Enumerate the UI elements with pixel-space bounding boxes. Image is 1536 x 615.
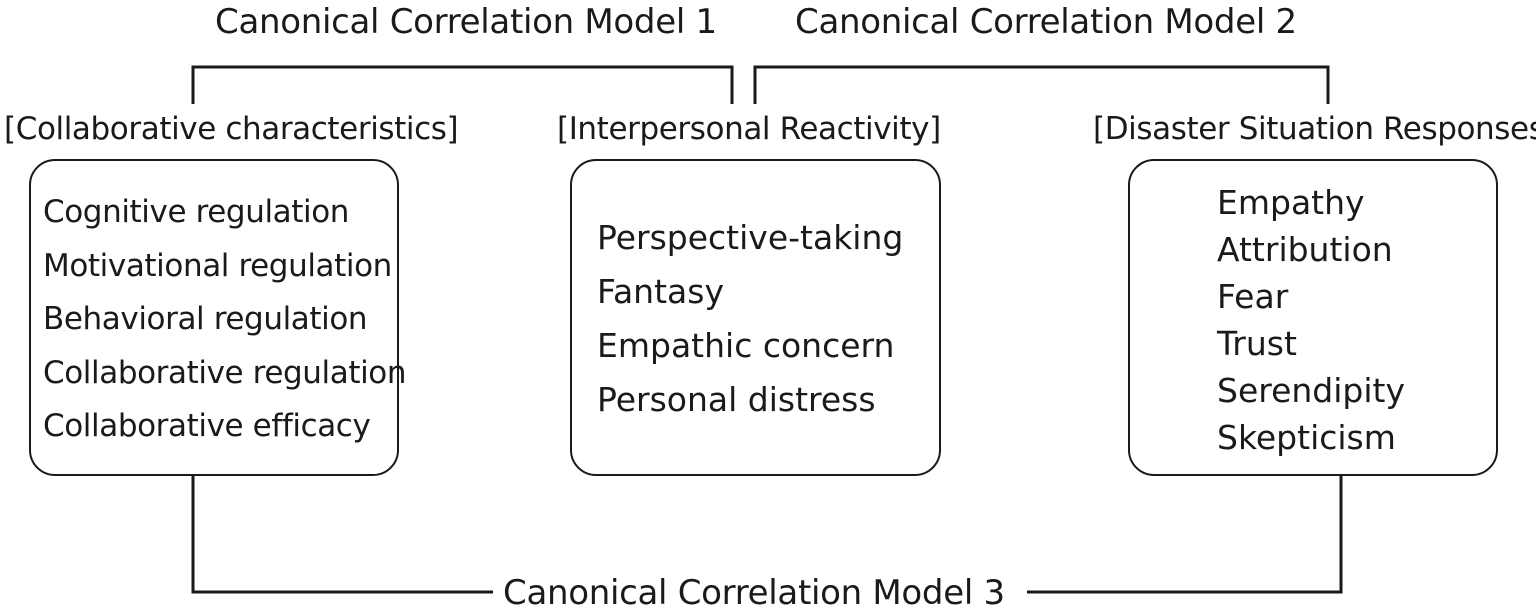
model-3-connector-left: [191, 476, 493, 594]
model-3-connector-right: [1027, 476, 1343, 594]
disaster-situation-responses-header: [Disaster Situation Responses]: [1093, 111, 1536, 147]
model-1-label: Canonical Correlation Model 1: [215, 2, 717, 42]
disaster-situation-responses-box: Empathy Attribution Fear Trust Serendipi…: [1128, 159, 1498, 476]
list-item: Empathic concern: [597, 326, 895, 365]
list-item: Cognitive regulation: [43, 194, 350, 230]
list-item: Fear: [1217, 277, 1289, 316]
collaborative-characteristics-box: Cognitive regulation Motivational regula…: [29, 159, 407, 476]
model-2-bracket: [753, 65, 1330, 104]
model-1-bracket: [191, 65, 734, 104]
list-item: Behavioral regulation: [43, 301, 368, 337]
interpersonal-reactivity-box: Perspective-taking Fantasy Empathic conc…: [570, 159, 941, 476]
interpersonal-reactivity-header: [Interpersonal Reactivity]: [557, 111, 941, 147]
list-item: Attribution: [1217, 230, 1393, 269]
list-item: Empathy: [1217, 183, 1365, 222]
collaborative-characteristics-list: Cognitive regulation Motivational regula…: [43, 186, 407, 454]
list-item: Trust: [1217, 324, 1297, 363]
disaster-situation-responses-list: Empathy Attribution Fear Trust Serendipi…: [1217, 179, 1405, 461]
list-item: Serendipity: [1217, 371, 1406, 410]
model-2-label: Canonical Correlation Model 2: [795, 2, 1297, 42]
list-item: Collaborative regulation: [43, 354, 407, 391]
list-item: Skepticism: [1217, 418, 1396, 457]
list-item: Fantasy: [597, 272, 724, 311]
collaborative-characteristics-header: [Collaborative characteristics]: [4, 111, 459, 147]
interpersonal-reactivity-list: Perspective-taking Fantasy Empathic conc…: [597, 211, 903, 427]
list-item: Motivational regulation: [43, 247, 392, 284]
list-item: Collaborative efficacy: [43, 408, 371, 444]
list-item: Personal distress: [597, 380, 876, 419]
model-3-label: Canonical Correlation Model 3: [503, 573, 1005, 613]
list-item: Perspective-taking: [597, 218, 904, 257]
